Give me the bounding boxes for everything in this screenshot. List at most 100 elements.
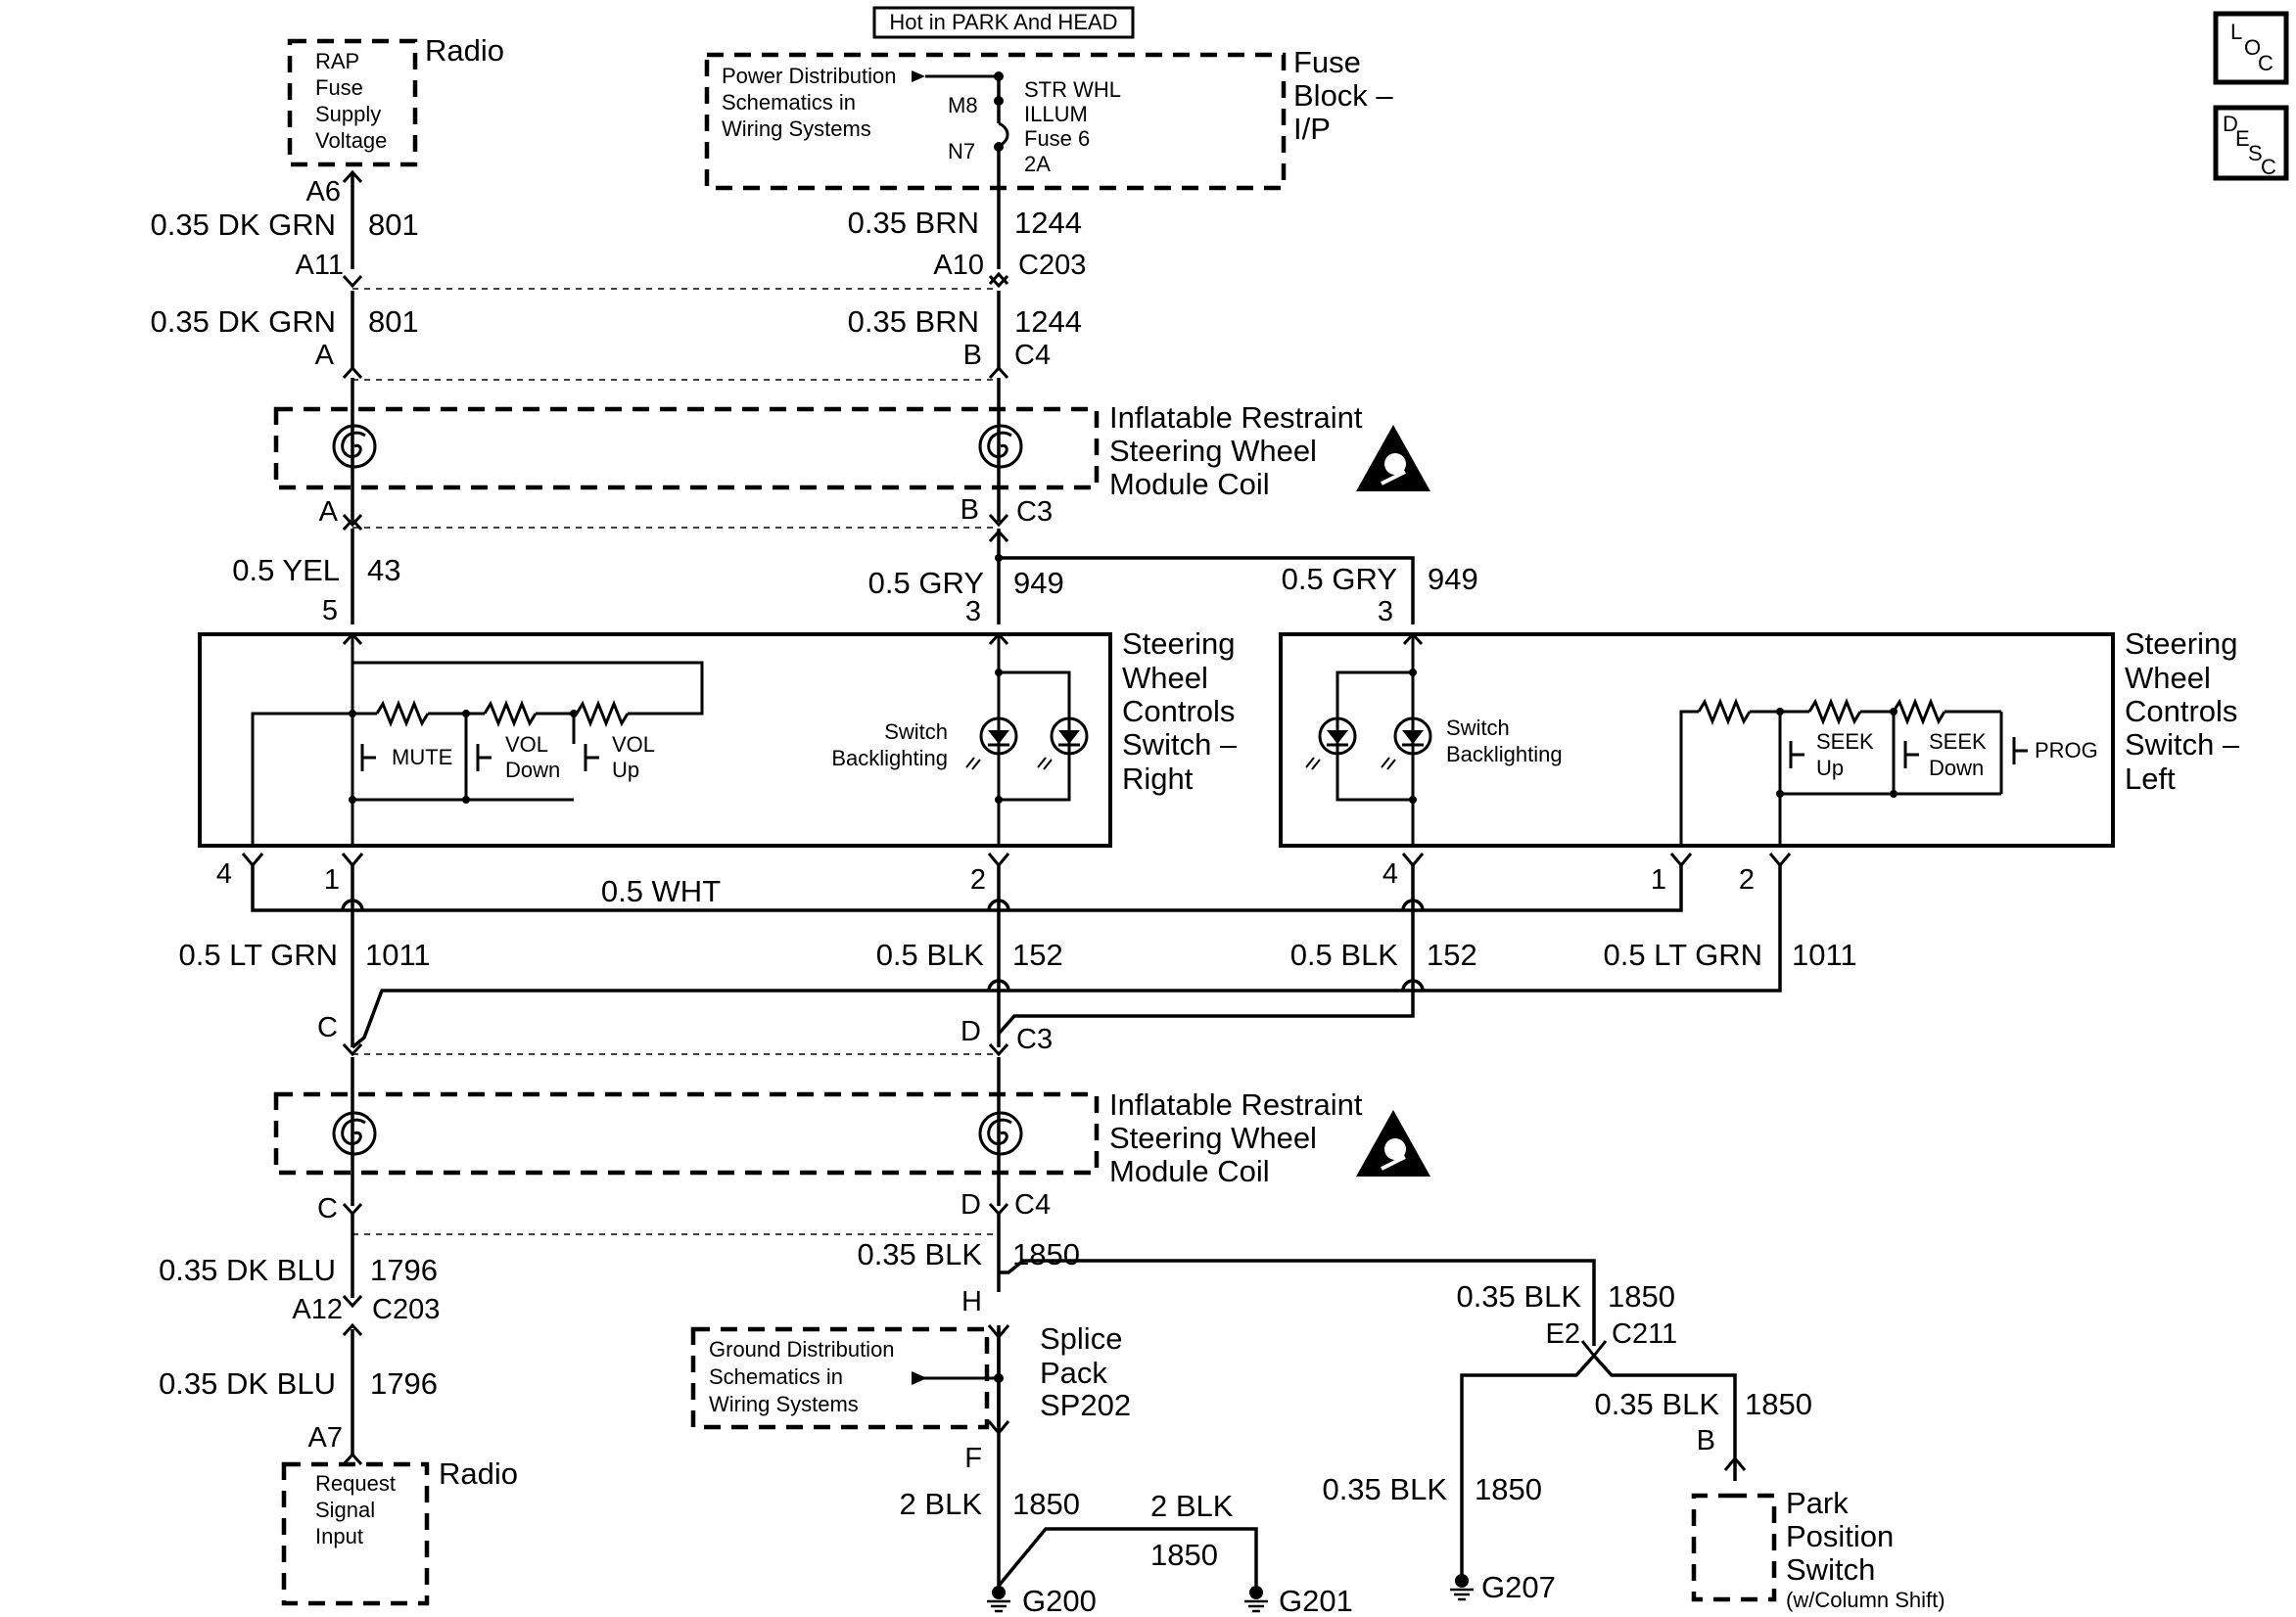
svg-text:Backlighting: Backlighting [1446,742,1563,766]
label-brn-2: 0.35 BRN [848,304,979,339]
svg-text:Left: Left [2125,762,2176,796]
svg-text:SEEK: SEEK [1929,729,1987,754]
circuit-1850-1: 1850 [1012,1237,1080,1271]
pin-a10: A10 [933,250,984,281]
svg-text:Splice: Splice [1040,1321,1122,1356]
connector-c3-2: C3 [1016,1024,1053,1055]
label-blk035-4: 0.35 BLK [1322,1472,1447,1506]
pin-4-right: 4 [216,858,232,890]
svg-text:2A: 2A [1024,152,1051,176]
connector-c211: C211 [1612,1318,1677,1350]
svg-text:Up: Up [612,758,639,782]
wire-152 [997,865,1415,1047]
svg-text:Supply: Supply [315,102,381,126]
svg-text:N7: N7 [948,139,975,163]
pin-2-right: 2 [970,864,986,896]
label-gry-1: 0.5 GRY [868,566,984,600]
label-yel: 0.5 YEL [232,553,340,587]
airbag-warning-icon [1354,423,1432,493]
pin-b-3: B [1697,1425,1715,1456]
label-dkblu-2: 0.35 DK BLU [159,1366,336,1401]
label-blk035-2: 0.35 BLK [1456,1279,1581,1314]
svg-text:Controls: Controls [2125,694,2237,728]
svg-text:Hot in PARK And HEAD: Hot in PARK And HEAD [889,10,1117,34]
pin-a12: A12 [292,1294,343,1325]
fuse-block-ip: Power Distribution Schematics in Wiring … [704,45,1393,196]
wire-949 [988,529,1415,624]
wire-white [251,865,1683,912]
svg-text:Schematics in: Schematics in [709,1364,843,1389]
pin-3-right: 3 [965,596,981,627]
svg-text:I/P: I/P [1293,112,1331,146]
pin-4-left: 4 [1382,858,1398,890]
svg-text:Module Coil: Module Coil [1109,467,1270,501]
svg-text:Up: Up [1816,756,1844,780]
connector-c4-1: C4 [1014,340,1051,371]
svg-text:Wheel: Wheel [1122,661,1208,695]
circuit-1850-3: 1850 [1745,1387,1812,1421]
label-dkblu-1: 0.35 DK BLU [159,1253,336,1287]
svg-text:Signal: Signal [315,1498,375,1522]
label-blk05-2: 0.5 BLK [1290,938,1399,972]
pin-e2: E2 [1546,1318,1580,1350]
pin-a11: A11 [296,250,344,281]
label-blk05-1: 0.5 BLK [876,938,985,972]
svg-text:S: S [2248,141,2263,165]
svg-text:G207: G207 [1481,1570,1556,1604]
pin-3-left: 3 [1378,596,1393,627]
circuit-1011-1: 1011 [365,938,431,972]
loc-button[interactable]: L O C [2213,11,2289,85]
svg-text:Backlighting: Backlighting [831,746,948,770]
label-blk035-3: 0.35 BLK [1594,1387,1719,1421]
svg-text:Inflatable Restraint: Inflatable Restraint [1109,1087,1363,1122]
pin-b-2: B [961,494,979,526]
svg-text:Switch –: Switch – [2125,727,2240,762]
pin-a6: A6 [306,176,341,208]
svg-text:Inflatable Restraint: Inflatable Restraint [1109,400,1363,435]
radio-rap-fuse-component: RAP Fuse Supply Voltage Radio [287,33,504,167]
circuit-1796-1: 1796 [370,1253,438,1287]
connector-c203: C203 [1018,250,1086,281]
pin-5: 5 [322,595,338,626]
svg-text:Input: Input [315,1524,363,1548]
svg-text:M8: M8 [948,93,978,117]
svg-text:Fuse 6: Fuse 6 [1024,126,1090,151]
circuit-1244-1: 1244 [1014,206,1082,240]
circuit-949-1: 949 [1013,566,1064,600]
airbag-warning-icon-lower [1354,1108,1432,1178]
wire-43 [342,518,363,624]
pin-h: H [961,1286,982,1317]
top-note: Hot in PARK And HEAD [872,6,1135,39]
desc-button[interactable]: D E S C [2213,105,2289,181]
svg-text:Down: Down [505,758,560,782]
svg-text:Down: Down [1929,756,1984,780]
svg-text:Position: Position [1786,1519,1894,1553]
pin-2-left: 2 [1739,864,1755,896]
svg-text:(w/Column Shift): (w/Column Shift) [1786,1588,1945,1612]
svg-text:SEEK: SEEK [1816,729,1874,754]
pin-f: F [964,1443,982,1474]
svg-text:Steering Wheel: Steering Wheel [1109,1121,1317,1155]
svg-text:Power Distribution: Power Distribution [722,64,897,88]
pin-c-2: C [317,1193,338,1224]
circuit-1850-4: 1850 [1475,1472,1542,1506]
circuit-1850-2: 1850 [1608,1279,1675,1314]
svg-text:Radio: Radio [439,1456,518,1491]
ground-g207: G207 [1448,1570,1556,1604]
connector-c4-2: C4 [1014,1189,1051,1221]
radio-request-signal-component: Request Signal Input Radio [281,1456,518,1606]
pin-c-1: C [317,1012,338,1043]
circuit-152-2: 152 [1427,938,1477,972]
svg-text:STR WHL: STR WHL [1024,77,1121,102]
circuit-1850-6: 1850 [1150,1538,1218,1572]
circuit-43: 43 [367,553,400,587]
ground-g201: G201 [1242,1584,1353,1617]
svg-text:Switch: Switch [884,719,948,744]
switch-output-connectors [241,853,1792,868]
circuit-152-1: 152 [1012,938,1063,972]
circuit-1244-2: 1244 [1014,304,1082,339]
svg-text:Fuse: Fuse [315,75,363,100]
inflatable-restraint-coil-upper: Inflatable Restraint Steering Wheel Modu… [273,378,1363,522]
park-position-switch: Park Position Switch (w/Column Shift) [1691,1455,1945,1612]
ground-g200: G200 [985,1584,1097,1617]
